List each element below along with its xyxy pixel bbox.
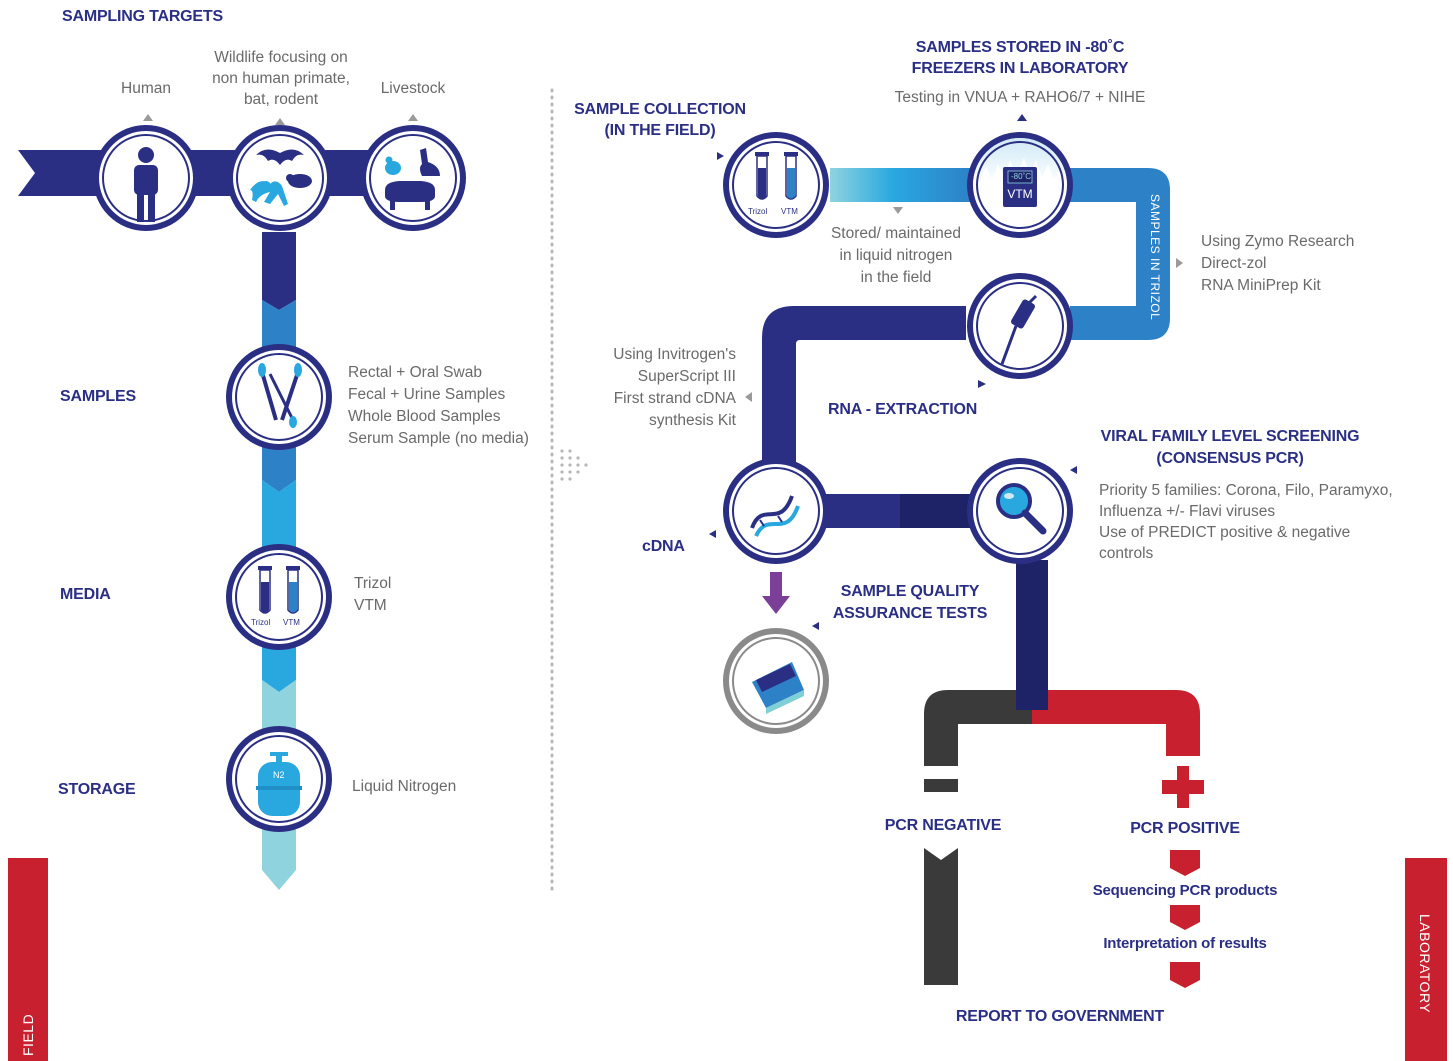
viral-note-1: Priority 5 families: Corona, Filo, Param… — [1099, 482, 1393, 499]
cylinder-label: N2 — [273, 770, 285, 780]
target-human-label: Human — [121, 80, 171, 97]
laboratory-tab-label: LABORATORY — [1417, 914, 1433, 1014]
pcr-positive-label: PCR POSITIVE — [1130, 820, 1240, 837]
invitrogen-note-3: First strand cDNA — [613, 390, 736, 407]
negative-arrow — [924, 848, 958, 985]
sample-collection-heading-1: SAMPLE COLLECTION — [574, 101, 746, 118]
target-wildlife-label-1: Wildlife focusing on — [214, 49, 348, 66]
pointer-freezer — [1017, 114, 1027, 121]
target-wildlife-label-2: non human primate, — [212, 70, 350, 87]
viral-note-3: Use of PREDICT positive & negative — [1099, 524, 1351, 541]
pointer-collection — [717, 152, 724, 160]
media-item-1: Trizol — [354, 575, 392, 592]
stored-note-3: in the field — [860, 269, 932, 286]
zymo-note-1: Using Zymo Research — [1201, 233, 1355, 250]
stage-samples-label: SAMPLES — [60, 388, 136, 405]
pipe-freezer-trizol — [1070, 168, 1170, 340]
stored-note-1: Stored/ maintained — [830, 225, 962, 242]
field-tab-label: FIELD — [20, 1013, 36, 1056]
samples-item-1: Rectal + Oral Swab — [348, 364, 482, 381]
media-item-2: VTM — [354, 597, 387, 614]
cdna-label: cDNA — [642, 538, 685, 555]
laboratory-tab: LABORATORY — [1405, 858, 1447, 1061]
target-wildlife-label-3: bat, rodent — [243, 91, 319, 108]
pipe-label-samples-in-trizol: SAMPLES IN TRIZOL — [1148, 194, 1162, 321]
collection-tubes-circle — [723, 132, 829, 238]
interpretation-label: Interpretation of results — [1103, 935, 1267, 952]
media-tube-label-vtm: VTM — [283, 618, 300, 627]
collection-tube-label-trizol: Trizol — [748, 207, 768, 216]
livestock-circle — [360, 125, 466, 231]
pipe-collection-freezer — [830, 168, 970, 202]
qa-heading-1: SAMPLE QUALITY — [840, 583, 980, 600]
pcr-negative-label: PCR NEGATIVE — [884, 817, 1002, 834]
freezer-circle — [967, 132, 1073, 238]
pointer-stored — [893, 207, 903, 214]
wildlife-circle — [227, 125, 333, 231]
freezer-heading-1: SAMPLES STORED IN -80˚C — [915, 39, 1125, 56]
samples-item-3: Whole Blood Samples — [348, 408, 501, 425]
sample-collection-heading-2: (IN THE FIELD) — [604, 122, 716, 139]
viral-screening-heading-1: VIRAL FAMILY LEVEL SCREENING — [1100, 428, 1360, 445]
pipe-negative-branch — [924, 690, 1032, 766]
pointer-cdna — [709, 530, 716, 538]
qa-arrow-shaft — [770, 572, 782, 598]
freezer-heading-2: FREEZERS IN LABORATORY — [911, 60, 1129, 77]
freezer-testing-note: Testing in VNUA + RAHO6/7 + NIHE — [894, 89, 1146, 106]
field-column — [262, 232, 296, 890]
report-label: REPORT TO GOVERNMENT — [955, 1008, 1165, 1025]
divider-dots — [560, 449, 588, 481]
freezer-display: -80˚C — [1011, 172, 1032, 181]
samples-item-2: Fecal + Urine Samples — [348, 386, 506, 403]
zymo-note-3: RNA MiniPrep Kit — [1201, 277, 1321, 294]
invitrogen-note-2: SuperScript III — [637, 368, 736, 385]
pointer-viral — [1070, 466, 1077, 474]
sampling-targets-heading: SAMPLING TARGETS — [62, 8, 223, 25]
invitrogen-note-4: synthesis Kit — [648, 412, 736, 429]
arrow-human — [143, 114, 153, 121]
viral-note-4: controls — [1099, 545, 1154, 562]
qa-heading-2: ASSURANCE TESTS — [832, 605, 988, 622]
arrow-livestock — [408, 114, 418, 121]
negative-minus-icon — [924, 779, 958, 792]
media-tube-label-trizol: Trizol — [251, 618, 271, 627]
invitrogen-note-1: Using Invitrogen's — [613, 346, 736, 363]
viral-screening-heading-2: (CONSENSUS PCR) — [1156, 450, 1304, 467]
pointer-zymo — [1176, 258, 1183, 268]
nitrogen-circle — [226, 726, 332, 832]
viral-note-2: Influenza +/- Flavi viruses — [1099, 503, 1276, 520]
samples-item-4: Serum Sample (no media) — [348, 430, 529, 447]
qa-arrow-head — [762, 596, 790, 614]
zymo-note-2: Direct-zol — [1201, 255, 1267, 272]
positive-plus-icon — [1162, 766, 1204, 808]
media-tubes-circle — [226, 544, 332, 650]
pointer-rna — [978, 380, 986, 388]
stage-storage-label: STORAGE — [58, 781, 136, 798]
stage-media-label: MEDIA — [60, 586, 111, 603]
qa-device-circle — [723, 628, 829, 734]
arrow-wildlife — [275, 118, 285, 125]
swab-circle — [226, 344, 332, 450]
pointer-invitrogen — [745, 392, 752, 402]
sequencing-label: Sequencing PCR products — [1092, 882, 1278, 899]
magnifier-circle — [967, 458, 1073, 564]
storage-item-1: Liquid Nitrogen — [352, 778, 457, 795]
target-livestock-label: Livestock — [380, 80, 446, 97]
pipe-rna-cdna — [762, 306, 966, 470]
pointer-qa — [812, 622, 819, 630]
collection-tube-label-vtm: VTM — [781, 207, 798, 216]
pipe-positive-branch — [1032, 690, 1200, 756]
pipette-circle — [967, 273, 1073, 379]
field-tab: FIELD — [8, 858, 48, 1061]
human-circle — [93, 125, 199, 231]
stored-note-2: in liquid nitrogen — [839, 247, 953, 264]
rna-extraction-label: RNA - EXTRACTION — [828, 401, 978, 418]
pipe-screening-down — [1016, 560, 1048, 714]
dna-circle — [723, 458, 829, 564]
freezer-box-label: VTM — [1007, 187, 1033, 201]
positive-chevrons — [1170, 850, 1200, 988]
